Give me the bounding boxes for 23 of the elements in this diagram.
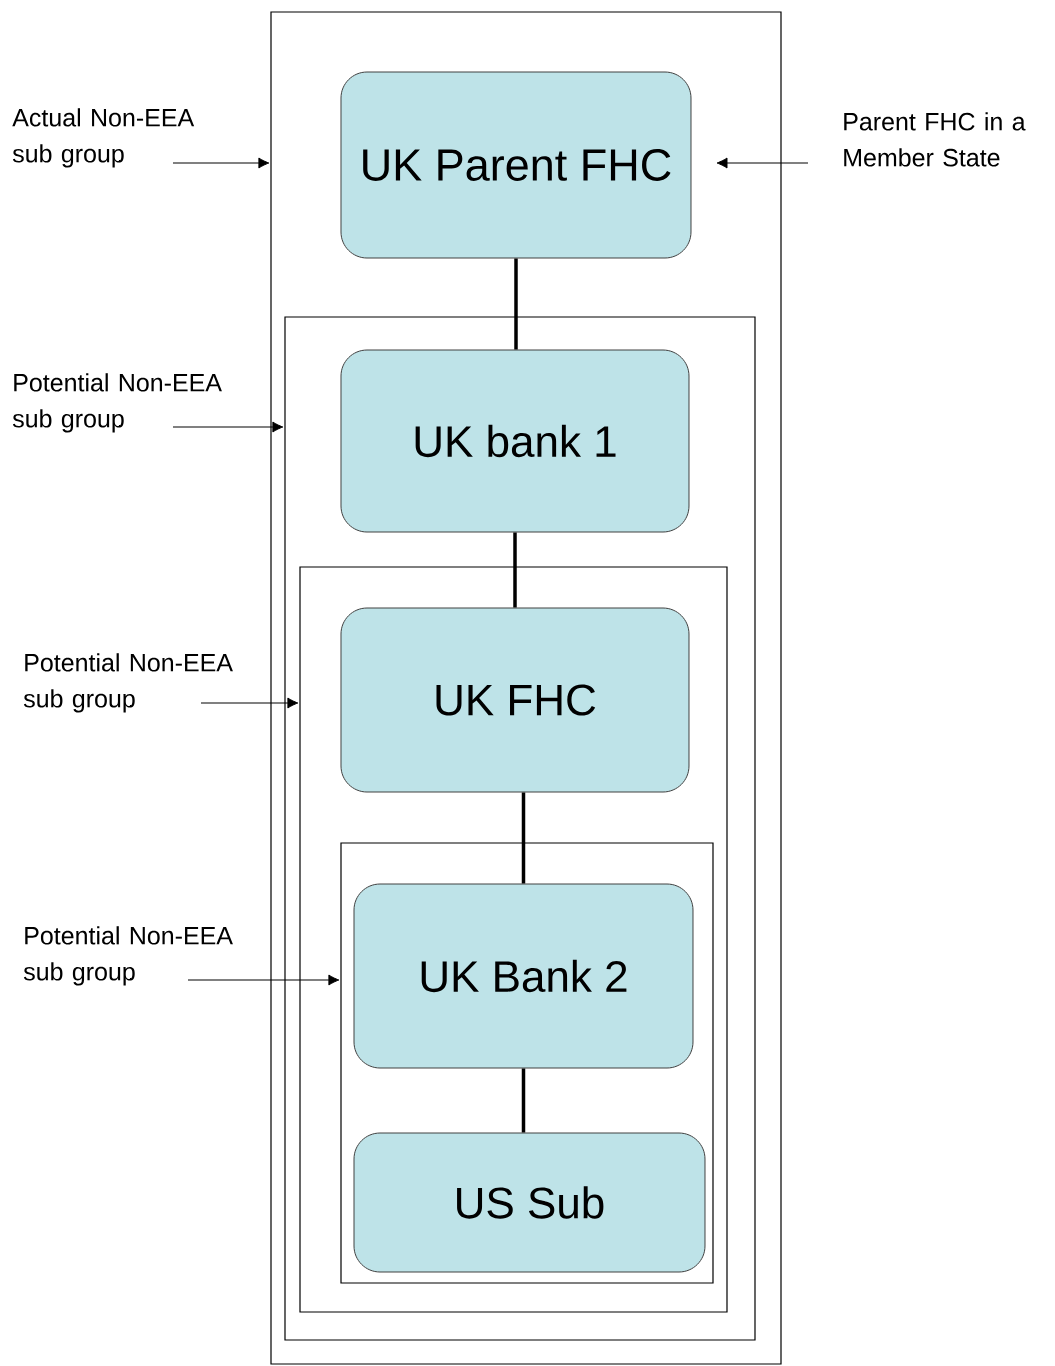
arrow bbox=[172, 421, 284, 433]
connector-line bbox=[513, 532, 517, 608]
annotation-text: Potential Non-EEA sub group bbox=[12, 373, 222, 433]
group-frame bbox=[340, 842, 714, 1284]
connector-line bbox=[521, 1068, 526, 1133]
group-frame bbox=[299, 566, 728, 1313]
entity-box: UK Bank 2 bbox=[353, 883, 694, 1069]
group-frame bbox=[270, 11, 782, 1365]
annotation-text: Potential Non-EEA sub group bbox=[23, 653, 233, 713]
arrow bbox=[172, 157, 270, 169]
entity-box: UK bank 1 bbox=[340, 349, 690, 533]
entity-box: UK FHC bbox=[340, 607, 690, 793]
annotation-text: Parent FHC in a Member State bbox=[844, 112, 1026, 167]
connector-line bbox=[514, 258, 518, 350]
annotation-text: Actual Non-EEA sub group bbox=[12, 108, 195, 168]
group-frame bbox=[284, 316, 756, 1341]
arrow bbox=[716, 157, 809, 169]
arrow bbox=[187, 974, 340, 986]
arrow bbox=[200, 697, 299, 709]
entity-box: UK Parent FHC bbox=[340, 71, 692, 259]
connector-line bbox=[521, 792, 526, 884]
entity-box: US Sub bbox=[353, 1132, 706, 1273]
annotation-text: Potential Non-EEA sub group bbox=[23, 926, 233, 986]
